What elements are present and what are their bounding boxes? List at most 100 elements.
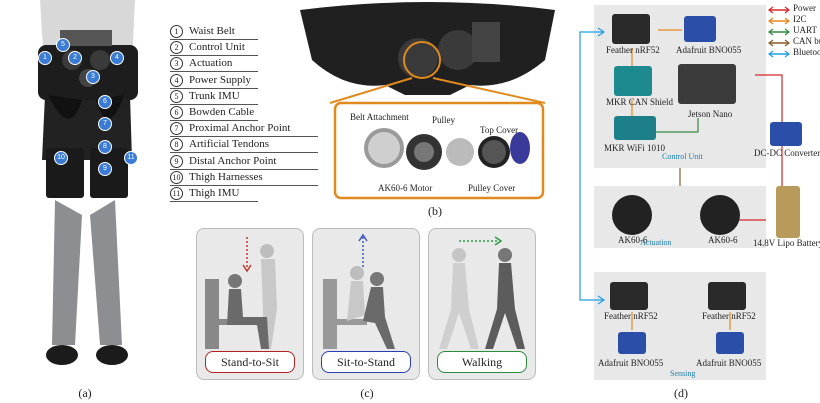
label-motor-1: AK60-6 xyxy=(618,235,648,245)
legend-item-11: 11 Thigh IMU xyxy=(170,186,258,202)
legend-item-4: 4 Power Supply xyxy=(170,73,258,89)
caption-d: (d) xyxy=(674,386,688,400)
legend-label-power: Power xyxy=(793,3,816,13)
legend-number: 8 xyxy=(170,138,183,152)
label-dcdc: DC-DC Converter xyxy=(754,148,820,158)
card-walking: Walking xyxy=(428,228,536,380)
motor-2 xyxy=(700,195,740,235)
label-imu-sensing-1: Adafruit BNO055 xyxy=(598,358,664,368)
imu-board-control xyxy=(684,16,716,42)
feather-board-control xyxy=(612,14,650,44)
legend-label: Control Unit xyxy=(189,41,245,54)
legend-item-10: 10 Thigh Harnesses xyxy=(170,170,318,186)
legend-arrow xyxy=(768,28,790,36)
label-imu-sensing-2: Adafruit BNO055 xyxy=(696,358,762,368)
imu-board-sensing-1 xyxy=(618,332,646,354)
card-stand-to-sit: Stand-to-Sit xyxy=(196,228,304,380)
connection-diagram xyxy=(579,27,783,330)
task-label-sit-to-stand: Sit-to-Stand xyxy=(321,351,411,373)
marker-4: 4 xyxy=(110,51,124,65)
legend-label-bluetooth: Bluetooth xyxy=(793,47,820,57)
legend-arrow xyxy=(768,39,790,47)
legend-number: 10 xyxy=(170,170,183,184)
legend-label: Bowden Cable xyxy=(189,106,255,118)
battery xyxy=(776,186,800,238)
imu-board-sensing-2 xyxy=(716,332,744,354)
marker-2: 2 xyxy=(68,51,82,65)
section-sensing: Sensing xyxy=(670,369,696,378)
label-imu-control: Adafruit BNO055 xyxy=(676,45,742,55)
legend-item-6: 6 Bowden Cable xyxy=(170,105,258,121)
marker-5: 5 xyxy=(56,38,70,52)
can-shield-board xyxy=(614,66,652,96)
legend-number: 11 xyxy=(170,187,183,200)
legend-number: 7 xyxy=(170,122,183,136)
legend-label: Distal Anchor Point xyxy=(189,154,277,167)
legend-item-2: 2 Control Unit xyxy=(170,40,258,57)
feather-board-sensing-1 xyxy=(610,282,648,310)
part-label-pulley-cover: Pulley Cover xyxy=(468,183,516,193)
dcdc-board xyxy=(770,122,802,146)
caption-b: (b) xyxy=(428,204,442,218)
legend-label: Thigh Harnesses xyxy=(189,170,263,183)
label-battery: 14.8V Lipo Battery xyxy=(753,238,820,248)
legend-label: Proximal Anchor Point xyxy=(189,122,291,135)
legend-number: 3 xyxy=(170,57,183,71)
label-feather-sensing-1: Feather nRF52 xyxy=(604,311,658,321)
marker-10: 10 xyxy=(54,151,68,165)
part-label-pulley: Pulley xyxy=(432,115,456,125)
legend-label: Waist Belt xyxy=(189,25,235,37)
label-motor-2: AK60-6 xyxy=(708,235,738,245)
legend-label: Trunk IMU xyxy=(189,89,240,102)
legend-item-9: 9 Distal Anchor Point xyxy=(170,154,318,170)
motor-1 xyxy=(612,195,652,235)
marker-11: 11 xyxy=(124,151,138,165)
legend-label: Actuation xyxy=(189,57,233,70)
label-jetson: Jetson Nano xyxy=(688,109,733,119)
legend-arrow xyxy=(768,6,790,14)
marker-6: 6 xyxy=(98,95,112,109)
legend-item-3: 3 Actuation xyxy=(170,56,258,73)
marker-3: 3 xyxy=(86,70,100,84)
legend-arrow xyxy=(768,50,790,58)
legend-number: 5 xyxy=(170,89,183,103)
feather-board-sensing-2 xyxy=(708,282,746,310)
section-actuation: Actuation xyxy=(640,238,672,247)
marker-1: 1 xyxy=(38,51,52,65)
legend-label: Artificial Tendons xyxy=(189,138,269,151)
legend-label-can-bus: CAN bus xyxy=(793,36,820,46)
label-can-shield: MKR CAN Shield xyxy=(606,97,674,107)
legend-label: Power Supply xyxy=(189,73,252,86)
exploded-actuator-illustration xyxy=(300,2,555,200)
marker-8: 8 xyxy=(98,140,112,154)
marker-9: 9 xyxy=(98,162,112,176)
legend-number: 4 xyxy=(170,73,183,87)
label-feather-sensing-2: Feather nRF52 xyxy=(702,311,756,321)
legend-number: 2 xyxy=(170,41,183,55)
jetson-board xyxy=(678,64,736,104)
task-label-stand-to-sit: Stand-to-Sit xyxy=(205,351,295,373)
caption-c: (c) xyxy=(360,386,374,400)
part-label-top-cover: Top Cover xyxy=(480,125,519,135)
card-sit-to-stand: Sit-to-Stand xyxy=(312,228,420,380)
legend-item-5: 5 Trunk IMU xyxy=(170,89,258,105)
legend-label-uart: UART xyxy=(793,25,817,35)
caption-a: (a) xyxy=(78,386,92,400)
legend-label-i2c: I2C xyxy=(793,14,807,24)
label-feather-control: Feather nRF52 xyxy=(606,45,660,55)
legend-item-7: 7 Proximal Anchor Point xyxy=(170,121,318,138)
legend-number: 9 xyxy=(170,154,183,168)
label-wifi: MKR WiFi 1010 xyxy=(604,143,665,153)
section-control-unit: Control Unit xyxy=(662,152,703,161)
wifi-board xyxy=(614,116,656,140)
legend-label: Thigh IMU xyxy=(189,187,240,199)
task-label-walking: Walking xyxy=(437,351,527,373)
part-label-belt-attachment: Belt Attachment xyxy=(350,112,409,122)
part-label-motor: AK60-6 Motor xyxy=(378,183,433,193)
legend-arrow xyxy=(768,17,790,25)
legend-item-1: 1 Waist Belt xyxy=(170,24,258,40)
marker-7: 7 xyxy=(98,117,112,131)
legend-number: 1 xyxy=(170,25,183,38)
legend-number: 6 xyxy=(170,106,183,119)
legend-item-8: 8 Artificial Tendons xyxy=(170,137,318,154)
